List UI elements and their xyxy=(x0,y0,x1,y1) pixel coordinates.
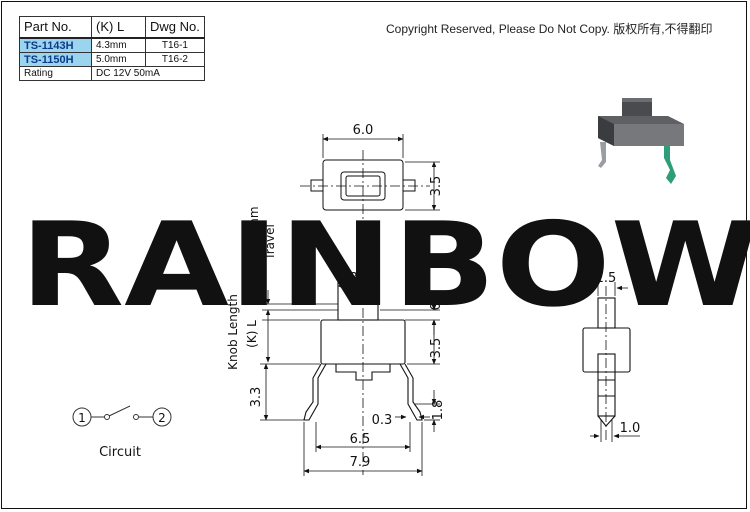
top-view xyxy=(300,150,430,222)
dim-side-width-text: 1.5 xyxy=(596,271,617,286)
terminal-2-label: 2 xyxy=(158,411,166,425)
dim-lead-height xyxy=(260,363,320,421)
travel-value-label: 0.25 ±0.1mm xyxy=(247,206,261,289)
dim-lead-thickness-text: 0.3 xyxy=(372,413,393,428)
circuit-symbol xyxy=(72,405,172,427)
dim-kl-leader xyxy=(262,319,320,363)
dim-body-height xyxy=(407,319,440,365)
dim-side-width xyxy=(585,282,628,296)
dim-side-lead-width xyxy=(590,420,640,442)
knob-length-label: Knob Length xyxy=(226,294,240,370)
dim-top-height-text: 3.5 xyxy=(429,176,444,197)
copyright-notice: Copyright Reserved, Please Do Not Copy. … xyxy=(386,22,713,36)
side-view xyxy=(582,286,631,440)
dim-side-lead-width-text: 1.0 xyxy=(620,421,641,436)
kl-label: (K) L xyxy=(245,320,259,348)
rating-row: Rating DC 12V 50mA xyxy=(19,66,205,81)
rating-label: Rating xyxy=(19,66,92,81)
dim-top-width xyxy=(322,134,404,158)
circuit-caption: Circuit xyxy=(99,445,141,460)
terminal-1-label: 1 xyxy=(78,411,86,425)
spec-header-row: Part No. (K) L Dwg No. xyxy=(19,16,205,39)
dim-lead-spacing-text: 6.5 xyxy=(350,432,371,447)
dim-knob-width-text: 3.0 xyxy=(350,271,371,286)
length-cell: 5.0mm xyxy=(91,52,146,67)
dim-overall-width xyxy=(303,422,423,476)
dim-overall-width-text: 7.9 xyxy=(350,455,371,470)
dim-body-height-text: 3.5 xyxy=(429,338,444,359)
front-view xyxy=(303,272,423,475)
rating-value: DC 12V 50mA xyxy=(91,66,205,81)
dim-lead-length xyxy=(415,390,440,432)
table-row: TS-1150H 5.0mm T16-2 xyxy=(19,52,205,67)
header-dwg-no: Dwg No. xyxy=(145,16,205,39)
dim-knob-width xyxy=(337,280,379,289)
tact-switch-image xyxy=(598,98,684,184)
dim-lead-length-text: 1.8 xyxy=(431,400,446,421)
rainbow-watermark: RAINBOW xyxy=(20,198,750,333)
spec-table: Part No. (K) L Dwg No. TS-1143H 4.3mm T1… xyxy=(19,16,205,81)
travel-label: Travel xyxy=(263,224,277,261)
header-part-no: Part No. xyxy=(19,16,92,39)
dim-lead-height-text: 3.3 xyxy=(249,387,264,408)
dim-knob-offset-text: 0.5 xyxy=(429,290,444,311)
header-length: (K) L xyxy=(91,16,146,39)
dim-lead-spacing xyxy=(315,422,411,452)
dim-top-width-text: 6.0 xyxy=(353,123,374,138)
dim-top-height xyxy=(405,161,440,211)
